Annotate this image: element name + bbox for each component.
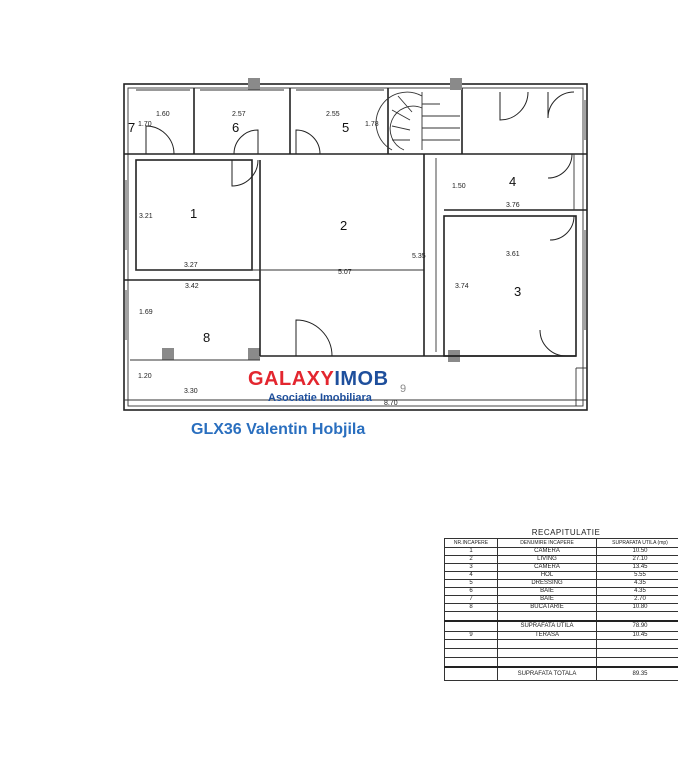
recap-total-label: SUPRAFATA TOTALA	[497, 666, 597, 681]
recap-name: HOL	[497, 571, 597, 580]
dim-label: 1.69	[139, 309, 153, 316]
dim-label: 3.42	[185, 283, 199, 290]
dim-label: 3.21	[139, 213, 153, 220]
recap-blank-row	[444, 648, 678, 658]
recap-table: NR.INCAPERE DENUMIRE INCAPERE SUPRAFATA …	[444, 538, 678, 681]
watermark-subtitle: Asociatie Imobiliara	[268, 392, 372, 404]
recap-area: 10.50	[596, 547, 678, 556]
recap-nr: 1	[444, 547, 498, 556]
column-kitchen	[162, 348, 174, 360]
recap-name: BAIE	[497, 595, 597, 604]
recap-nr: 9	[444, 631, 498, 640]
room-2-number: 2	[340, 218, 347, 233]
recap-area: 27.10	[596, 555, 678, 564]
recap-util-value: 78.90	[596, 620, 678, 632]
recap-terrace-row: 9 TERASA 10.45	[444, 631, 678, 640]
recap-nr: 4	[444, 571, 498, 580]
room-1-number: 1	[190, 206, 197, 221]
recap-header: DENUMIRE INCAPERE	[497, 538, 597, 548]
column-top-left	[248, 78, 260, 90]
dim-label: 3.30	[184, 388, 198, 395]
recap-area: 13.45	[596, 563, 678, 572]
room-3-number: 3	[514, 284, 521, 299]
recap-area: 10.80	[596, 603, 678, 612]
room-7-number: 7	[128, 120, 135, 135]
recap-name: BAIE	[497, 587, 597, 596]
recap-title: RECAPITULATIE	[531, 528, 601, 537]
room-5-number: 5	[342, 120, 349, 135]
column-top-right	[450, 78, 462, 90]
recap-blank-row	[444, 639, 678, 649]
watermark-brand-red: GALAXY	[248, 368, 335, 390]
recap-area: 4.35	[596, 579, 678, 588]
recap-total-row: SUPRAFATA TOTALA 89.35	[444, 666, 678, 681]
recap-area: 4.35	[596, 587, 678, 596]
recap-name: CAMERA	[497, 547, 597, 556]
recap-name: BUCATARIE	[497, 603, 597, 612]
room-4-number: 4	[509, 174, 516, 189]
dim-label: 3.76	[506, 202, 520, 209]
recap-area: 5.55	[596, 571, 678, 580]
dim-label: 8.70	[384, 400, 398, 407]
recap-name: TERASA	[497, 631, 597, 640]
room-6-number: 6	[232, 120, 239, 135]
recap-area: 10.45	[596, 631, 678, 640]
dim-label: 1.20	[138, 373, 152, 380]
dim-label: 1.70	[138, 121, 152, 128]
recap-util-label: SUPRAFATA UTILA	[497, 620, 597, 632]
recap-header: SUPRAFATA UTILA (mp)	[596, 538, 678, 548]
recap-name: CAMERA	[497, 563, 597, 572]
recap-nr: 7	[444, 595, 498, 604]
recap-blank-row	[444, 611, 678, 622]
dim-label: 2.55	[326, 111, 340, 118]
recap-util-row: SUPRAFATA UTILA 78.90	[444, 620, 678, 632]
recap-area: 2.70	[596, 595, 678, 604]
recap-nr: 6	[444, 587, 498, 596]
watermark-brand-blue: IMOB	[334, 368, 389, 390]
windows	[125, 89, 586, 340]
recap-nr: 3	[444, 563, 498, 572]
staircase	[375, 91, 460, 151]
room-8-number: 8	[203, 330, 210, 345]
recap-nr: 8	[444, 603, 498, 612]
dim-label: 1.50	[452, 183, 466, 190]
outer-wall-inner	[127, 87, 584, 407]
floor-plan: 7 6 5 1 2 4 3 8 1.60 2.57 2.55 1.70 1.78…	[123, 78, 588, 411]
dim-label: 3.27	[184, 262, 198, 269]
dim-label: 2.57	[232, 111, 246, 118]
recap-nr: 5	[444, 579, 498, 588]
recap-table-block: RECAPITULATIE NR.INCAPERE DENUMIRE INCAP…	[444, 528, 678, 681]
outer-wall	[123, 83, 588, 411]
dim-label: 5.35	[412, 253, 426, 260]
recap-nr: 2	[444, 555, 498, 564]
recap-blank-row	[444, 657, 678, 668]
recap-total-value: 89.35	[596, 666, 678, 681]
recap-header: NR.INCAPERE	[444, 538, 498, 548]
recap-name: DRESSING	[497, 579, 597, 588]
recap-header-row: NR.INCAPERE DENUMIRE INCAPERE SUPRAFATA …	[444, 538, 678, 548]
dim-label: 3.61	[506, 251, 520, 258]
dim-label: 1.60	[156, 111, 170, 118]
doors	[145, 91, 575, 357]
dim-label: 1.78	[365, 121, 379, 128]
stray-mark: 9	[400, 383, 406, 395]
column-bottom-mid	[248, 348, 260, 360]
dim-label: 5.07	[338, 269, 352, 276]
listing-caption: GLX36 Valentin Hobjila	[191, 421, 366, 438]
watermark-brand: GALAXYIMOB	[248, 368, 389, 391]
recap-name: LIVING	[497, 555, 597, 564]
dim-label: 3.74	[455, 283, 469, 290]
